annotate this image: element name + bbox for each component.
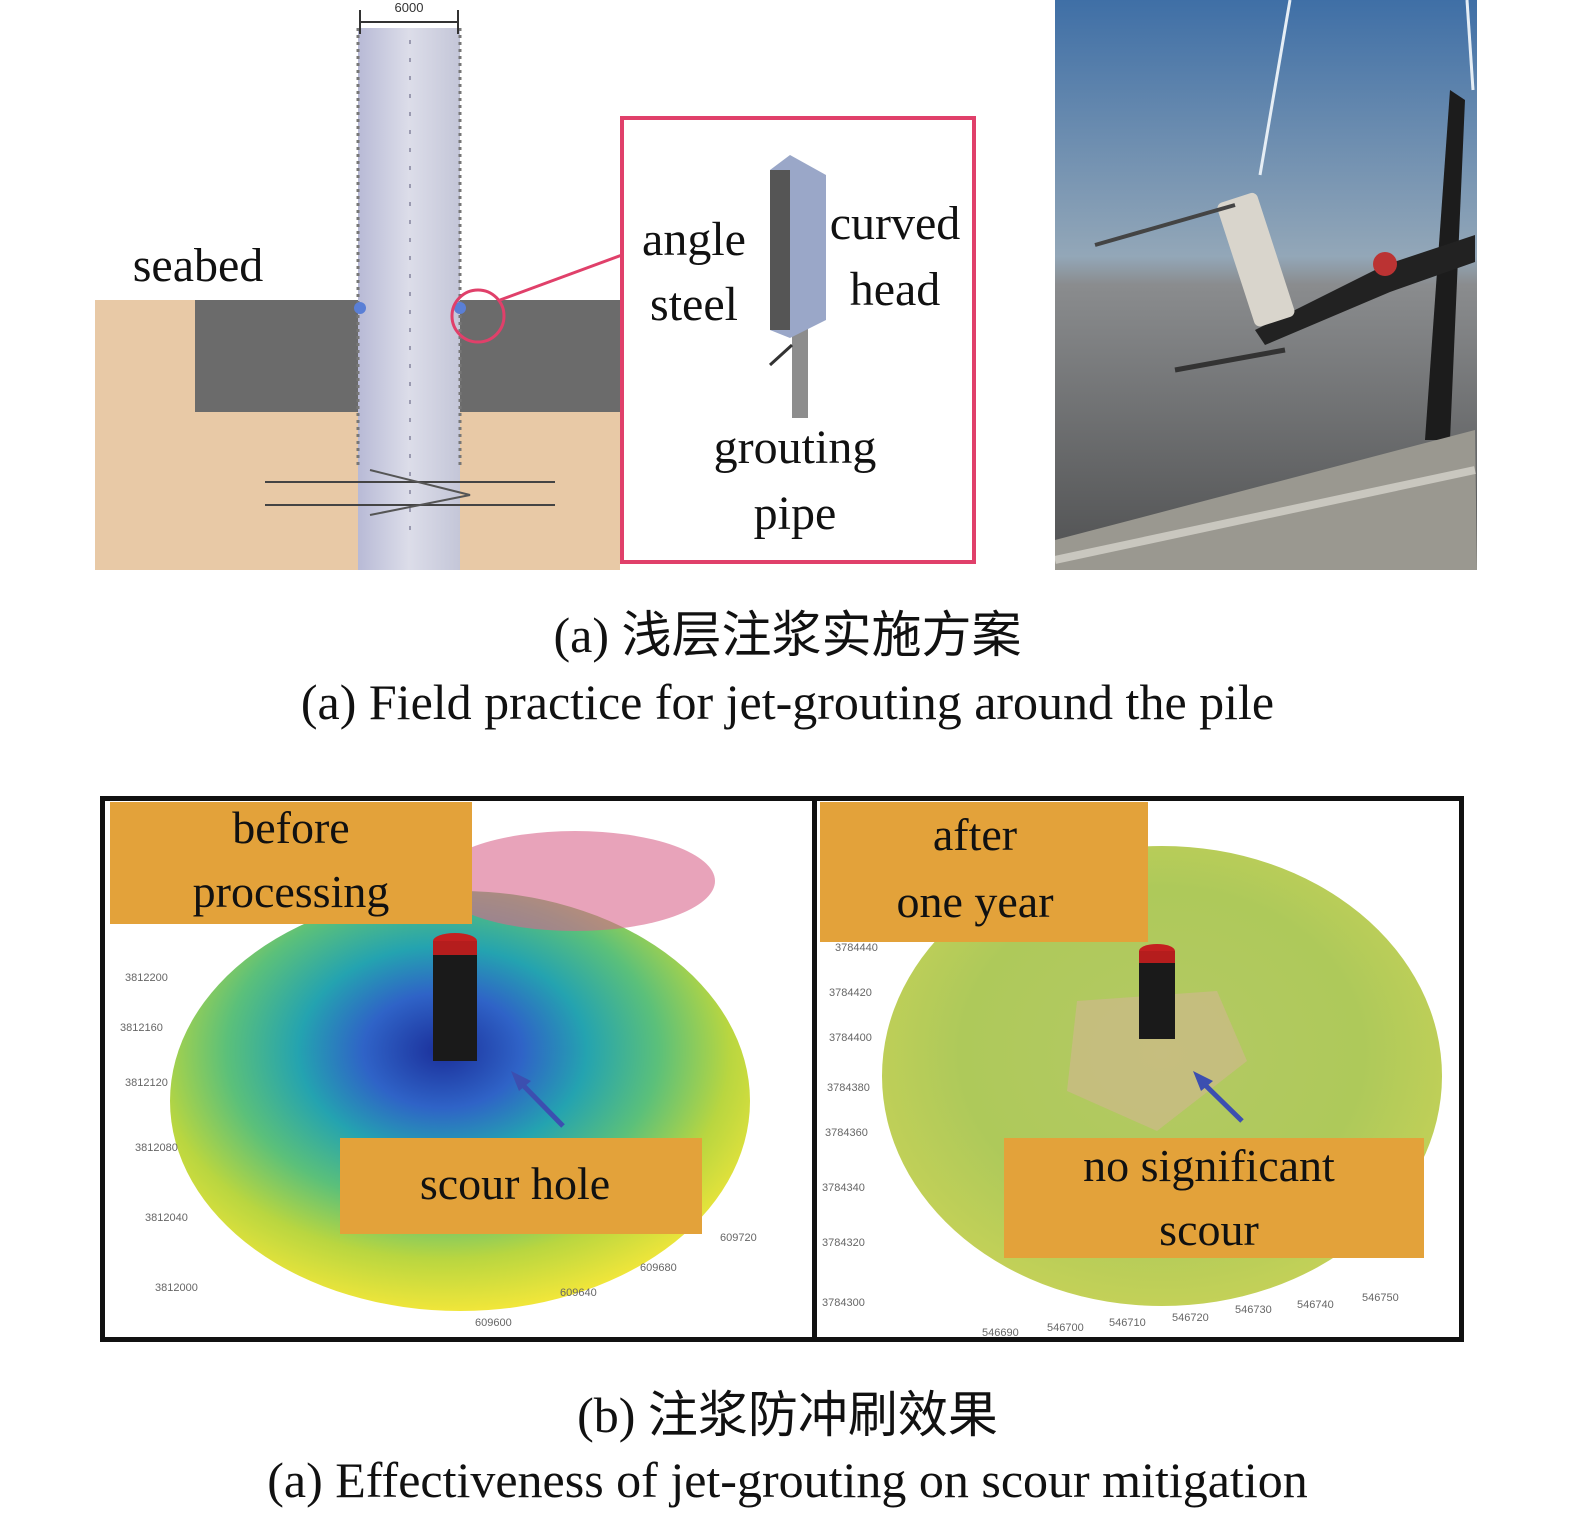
before-processing-tag-line2: processing	[192, 866, 390, 917]
svg-text:546690: 546690	[982, 1327, 1019, 1337]
svg-text:3812080: 3812080	[135, 1142, 178, 1154]
svg-text:546700: 546700	[1047, 1322, 1084, 1334]
after-one-year-tag-line2: one year	[896, 876, 1054, 927]
panel-b-frame	[100, 796, 1464, 1342]
after-one-year-tag-line1: after	[932, 809, 1018, 860]
svg-text:3784380: 3784380	[827, 1082, 870, 1094]
before-processing-tag-line1: before	[232, 802, 350, 853]
seabed-label: seabed	[132, 239, 264, 292]
angle-steel-label-line1: angle	[642, 213, 746, 266]
svg-text:609720: 609720	[720, 1232, 757, 1244]
panel-b-caption-en: (a) Effectiveness of jet-grouting on sco…	[267, 1452, 1308, 1508]
scour-hole-label: scour hole	[419, 1158, 611, 1209]
svg-text:546740: 546740	[1297, 1299, 1334, 1311]
svg-text:3812120: 3812120	[125, 1077, 168, 1089]
svg-text:546710: 546710	[1109, 1317, 1146, 1329]
svg-text:3784420: 3784420	[829, 987, 872, 999]
svg-text:3812160: 3812160	[120, 1022, 163, 1034]
grouting-pipe-label-line1: grouting	[713, 421, 877, 474]
no-significant-scour-tag	[1004, 1138, 1424, 1258]
svg-text:3784360: 3784360	[825, 1127, 868, 1139]
after-one-year-tag	[820, 802, 1148, 942]
before-processing-tag	[110, 802, 472, 924]
svg-text:546750: 546750	[1362, 1292, 1399, 1304]
curved-head-label-line2: head	[849, 263, 941, 316]
svg-text:3784340: 3784340	[822, 1182, 865, 1194]
pile-scheme-drawing	[95, 10, 976, 570]
svg-text:3812200: 3812200	[125, 972, 168, 984]
svg-text:609640: 609640	[560, 1287, 597, 1299]
grouting-pipe-label-line2: pipe	[753, 487, 837, 540]
svg-text:609600: 609600	[475, 1317, 512, 1329]
svg-text:3812000: 3812000	[155, 1282, 198, 1294]
detail-callout-circle	[450, 288, 506, 344]
svg-text:3784400: 3784400	[829, 1032, 872, 1044]
svg-text:3784320: 3784320	[822, 1237, 865, 1249]
svg-text:546720: 546720	[1172, 1312, 1209, 1324]
no-significant-scour-line1: no significant	[1083, 1140, 1335, 1191]
panel-a-caption-en: (a) Field practice for jet-grouting arou…	[300, 674, 1275, 730]
curved-head-label-line1: curved	[829, 197, 961, 250]
pile-dimension-label: 6000	[394, 0, 424, 15]
scour-hole-tag	[340, 1138, 702, 1234]
svg-text:3784440: 3784440	[835, 942, 878, 954]
field-photo	[1055, 0, 1477, 570]
svg-text:546730: 546730	[1235, 1304, 1272, 1316]
panel-a-caption-zh: (a) 浅层注浆实施方案	[553, 607, 1022, 663]
panel-b-divider	[812, 796, 817, 1342]
no-significant-scour-line2: scour	[1159, 1204, 1259, 1255]
panel-b-caption-zh: (b) 注浆防冲刷效果	[577, 1387, 998, 1443]
svg-text:3812040: 3812040	[145, 1212, 188, 1224]
svg-text:609680: 609680	[640, 1262, 677, 1274]
svg-text:3784300: 3784300	[822, 1297, 865, 1309]
angle-steel-label-line2: steel	[650, 278, 738, 331]
